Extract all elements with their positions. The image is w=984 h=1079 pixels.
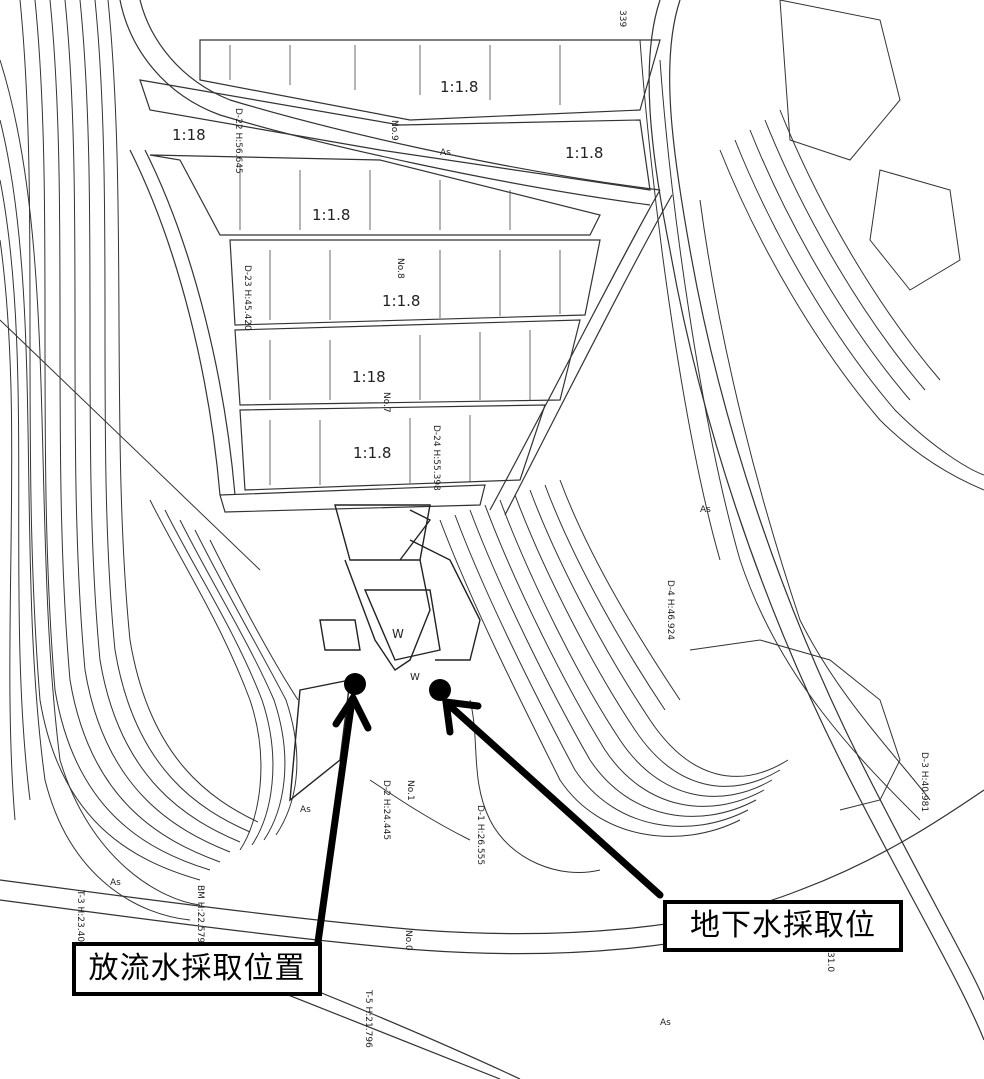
callout-arrows xyxy=(314,690,664,946)
misc-label: No.0 xyxy=(403,930,413,951)
misc-label-group: 339 As As As As As W W No.9 No.8 No.7 No… xyxy=(110,10,835,1028)
discharge-water-callout: 放流水採取位置 xyxy=(72,942,322,996)
misc-label: No.7 xyxy=(381,392,391,413)
station-label-group: D-22 H:56.645 D-23 H:45.420 D-24 H:55.39… xyxy=(75,108,929,1048)
slope-label: 1:18 xyxy=(172,126,206,144)
misc-label: As xyxy=(660,1018,671,1028)
station-label: BM H:22.579 xyxy=(195,885,205,943)
discharge-sampling-marker xyxy=(344,673,366,695)
misc-label: W xyxy=(410,672,420,683)
station-label: D-22 H:56.645 xyxy=(233,108,243,174)
misc-label: W xyxy=(392,627,404,641)
misc-label: As xyxy=(700,505,711,515)
station-label: T-5 H:21.796 xyxy=(363,989,373,1048)
station-label: D-4 H:46.924 xyxy=(665,580,675,640)
slope-label: 1:1.8 xyxy=(382,292,420,310)
terrace-hatch-marks xyxy=(229,45,561,485)
station-label: D-24 H:55.398 xyxy=(431,425,441,491)
groundwater-callout: 地下水採取位 xyxy=(663,900,903,952)
slope-label: 1:1.8 xyxy=(312,206,350,224)
misc-label: No.8 xyxy=(395,258,405,279)
misc-label: As xyxy=(440,148,451,158)
groundwater-arrow-head xyxy=(441,697,482,736)
dam-structure xyxy=(289,504,481,802)
misc-label: As xyxy=(300,805,311,815)
station-label: D-3 H:40.981 xyxy=(919,752,929,812)
slope-label: 1:1.8 xyxy=(565,144,603,162)
contours-right xyxy=(439,39,984,837)
discharge-arrow-shaft xyxy=(314,696,356,946)
misc-label: As xyxy=(110,878,121,888)
discharge-arrow-head xyxy=(332,690,372,732)
misc-label: No.9 xyxy=(389,120,399,141)
contours-left xyxy=(0,0,299,921)
station-label: D-2 H:24.445 xyxy=(381,780,391,840)
station-label: D-23 H:45.420 xyxy=(242,265,252,331)
slope-label: 1:1.8 xyxy=(440,78,478,96)
slope-label-group: 1:1.8 1:18 1:1.8 1:1.8 1:1.8 1:18 1:1.8 xyxy=(172,78,603,462)
slope-label: 1:1.8 xyxy=(353,444,391,462)
groundwater-arrow-shaft xyxy=(446,702,664,899)
misc-label: 31.0 xyxy=(825,952,835,972)
misc-label: 339 xyxy=(617,10,627,27)
terraced-slopes xyxy=(139,39,661,513)
slope-label: 1:18 xyxy=(352,368,386,386)
rock-outcrops xyxy=(369,0,961,874)
misc-label: No.1 xyxy=(405,780,415,801)
groundwater-sampling-marker xyxy=(429,679,451,701)
station-label: T-3 H:23.40 xyxy=(75,889,85,942)
station-label: D-1 H:26.555 xyxy=(475,805,485,865)
